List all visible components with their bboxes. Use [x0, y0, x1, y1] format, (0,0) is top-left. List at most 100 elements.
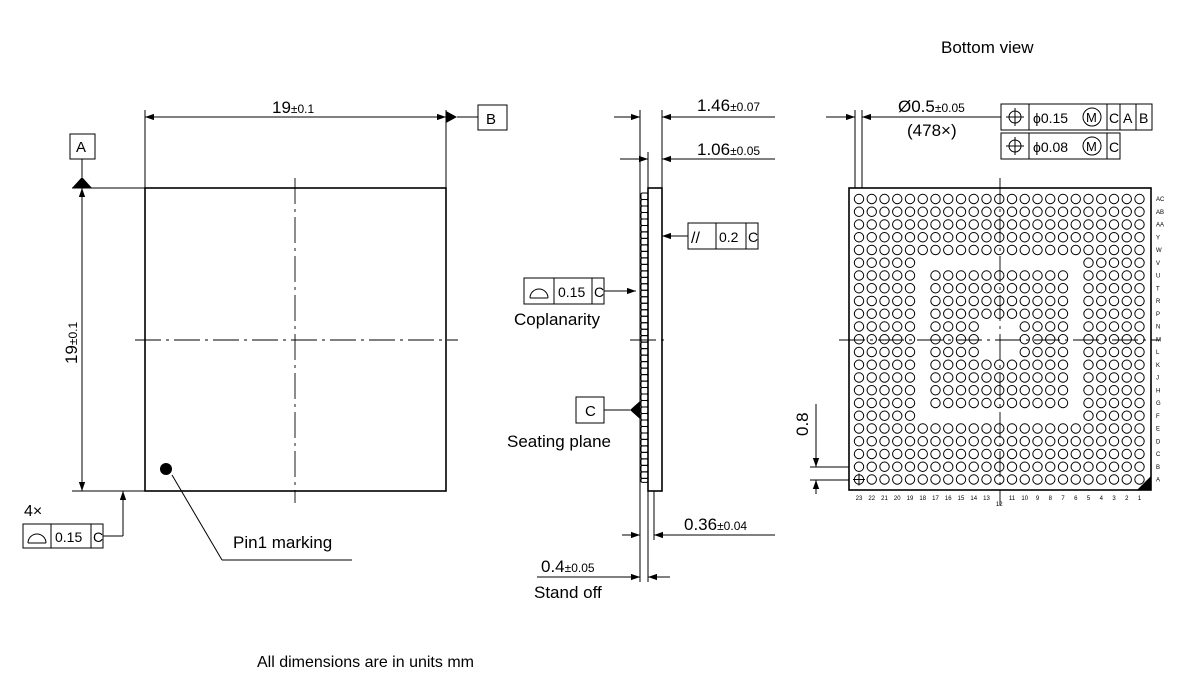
solder-ball [943, 346, 954, 358]
solder-ball [1083, 436, 1094, 447]
solder-ball [1045, 359, 1056, 370]
mmc-modifier-icon [1082, 136, 1102, 156]
solder-ball [943, 436, 954, 447]
solder-ball [930, 359, 941, 370]
solder-ball [1019, 397, 1030, 409]
solder-ball [968, 385, 979, 396]
solder-ball [1032, 359, 1043, 370]
fcf2-datum-1: C [1109, 139, 1119, 155]
solder-ball [904, 359, 916, 370]
solder-ball [1019, 385, 1030, 396]
solder-ball [943, 385, 954, 396]
solder-ball [968, 359, 979, 370]
solder-ball [994, 219, 1005, 230]
solder-ball [968, 270, 979, 281]
solder-ball [1019, 321, 1030, 332]
solder-ball [1019, 283, 1030, 294]
solder-ball [955, 436, 967, 447]
solder-ball [1108, 461, 1120, 472]
solder-ball [955, 372, 967, 383]
solder-ball [866, 359, 877, 370]
side-solder-ball [640, 419, 649, 427]
solder-ball [1045, 461, 1056, 472]
solder-ball [981, 385, 992, 396]
solder-ball [1121, 461, 1132, 472]
solder-ball [1070, 219, 1081, 230]
solder-ball [892, 193, 903, 205]
solder-ball [879, 193, 890, 205]
column-label: 17 [932, 496, 939, 502]
side-solder-ball [640, 380, 649, 389]
solder-ball [1134, 308, 1145, 319]
solder-ball [1057, 283, 1069, 294]
solder-ball [853, 308, 865, 319]
solder-ball [1096, 385, 1107, 396]
row-label: A [1156, 478, 1160, 484]
solder-ball [1006, 193, 1018, 205]
solder-ball [904, 219, 916, 230]
solder-ball [930, 295, 941, 307]
side-solder-ball [640, 464, 649, 473]
solder-ball [1032, 308, 1043, 319]
solder-ball [1006, 448, 1018, 460]
row-label: W [1156, 248, 1162, 254]
standoff-dimension: 0.4±0.05 [541, 557, 595, 576]
solder-ball [1019, 308, 1030, 319]
solder-ball [981, 295, 992, 307]
row-label: N [1156, 325, 1160, 331]
solder-ball [853, 219, 865, 230]
side-solder-ball [640, 361, 649, 369]
solder-ball [1070, 206, 1081, 217]
solder-ball [943, 321, 954, 332]
solder-ball [1108, 321, 1120, 332]
solder-ball [930, 219, 941, 230]
side-solder-ball [640, 477, 649, 483]
flatness-datum: C [93, 529, 103, 545]
solder-ball [879, 308, 890, 319]
solder-ball [930, 193, 941, 205]
solder-ball [866, 461, 877, 472]
side-solder-ball [640, 445, 649, 453]
parallelism-datum: C [748, 229, 758, 245]
solder-ball [1083, 372, 1094, 383]
solder-ball [917, 193, 928, 205]
solder-ball [1032, 232, 1043, 243]
solder-ball [955, 385, 967, 396]
solder-ball [1083, 257, 1094, 268]
solder-ball [1134, 410, 1145, 421]
solder-ball [879, 346, 890, 358]
solder-ball [930, 206, 941, 217]
package-body-side [647, 187, 663, 492]
solder-ball [1096, 436, 1107, 447]
side-solder-ball [640, 348, 649, 356]
solder-ball [1134, 474, 1145, 485]
solder-ball [1083, 206, 1094, 217]
solder-ball [1032, 372, 1043, 383]
solder-ball [955, 270, 967, 281]
solder-ball [943, 193, 954, 205]
bottom-view-title: Bottom view [941, 38, 1034, 57]
solder-ball [1083, 461, 1094, 472]
solder-ball [968, 206, 979, 217]
solder-ball [879, 219, 890, 230]
side-solder-ball [640, 224, 649, 233]
solder-ball [968, 436, 979, 447]
solder-ball [1057, 232, 1069, 243]
solder-ball [1045, 219, 1056, 230]
solder-ball [1083, 334, 1094, 345]
solder-ball [1032, 193, 1043, 205]
row-label: E [1156, 427, 1160, 433]
solder-ball [1057, 219, 1069, 230]
solder-ball [930, 397, 941, 409]
solder-ball [968, 321, 979, 332]
body-height-dimension: 1.06±0.05 [697, 140, 760, 159]
solder-ball [879, 232, 890, 243]
solder-ball [943, 448, 954, 460]
column-label: 6 [1074, 496, 1078, 502]
side-solder-ball [640, 231, 649, 239]
solder-ball [981, 474, 992, 485]
solder-ball [981, 448, 992, 460]
side-solder-ball [640, 296, 649, 304]
solder-ball [917, 474, 928, 485]
